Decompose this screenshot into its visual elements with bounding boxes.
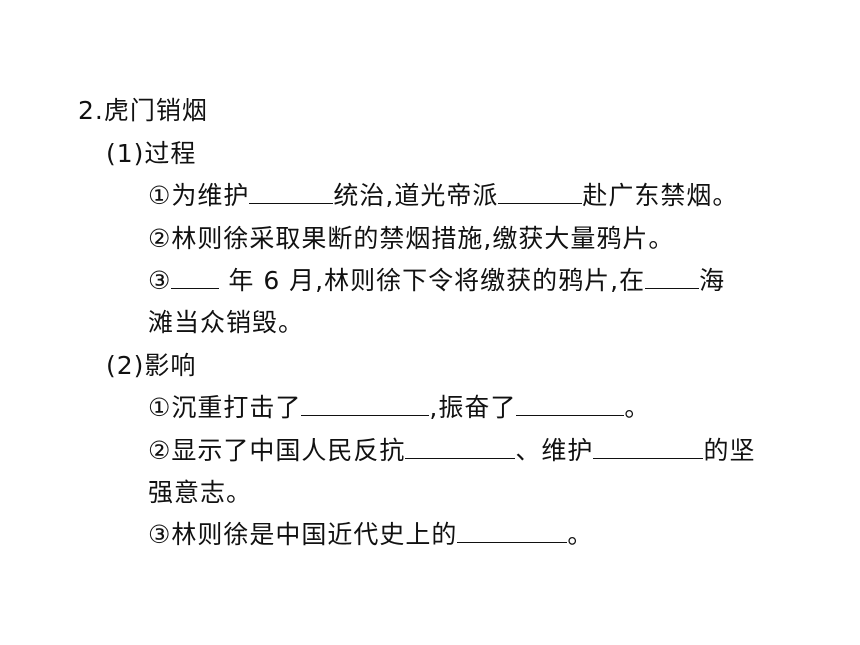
impact-item-2-cont: 强意志。 (148, 478, 253, 507)
process-item-3-continued: 滩当众销毁。 (148, 308, 304, 338)
process-item-3-cont: 滩当众销毁。 (148, 308, 305, 337)
process-item-1: ①为维护 统治,道光帝派 赴广东禁烟。 (148, 181, 738, 211)
impact-item-1-suffix: 。 (624, 393, 651, 422)
impact-item-1-mid: ,振奋了 (429, 393, 517, 422)
impact-item-1-prefix: ①沉重打击了 (148, 393, 302, 422)
process-item-1-mid: 统治,道光帝派 (333, 181, 499, 210)
impact-item-2: ②显示了中国人民反抗 、维护 的坚 (148, 436, 755, 466)
impact-heading: (2)影响 (106, 351, 196, 381)
impact-item-3-prefix: ③林则徐是中国近代史上的 (148, 520, 458, 549)
process-item-3-prefix: ③ (148, 266, 172, 295)
fill-blank[interactable] (249, 181, 334, 204)
section-title: 2.虎门销烟 (78, 96, 208, 126)
process-heading: (1)过程 (106, 139, 196, 169)
impact-heading-text: (2)影响 (106, 351, 197, 380)
fill-blank[interactable] (498, 181, 583, 204)
process-item-1-prefix: ①为维护 (148, 181, 250, 210)
fill-blank[interactable] (645, 266, 700, 289)
section-title-text: 2.虎门销烟 (78, 96, 208, 125)
fill-blank[interactable] (457, 520, 568, 543)
fill-blank[interactable] (301, 393, 430, 416)
process-item-3-mid: 年 6 月,林则徐下令将缴获的鸦片,在 (219, 266, 646, 295)
impact-item-3: ③林则徐是中国近代史上的 。 (148, 520, 593, 550)
process-item-2: ②林则徐采取果断的禁烟措施,缴获大量鸦片。 (148, 224, 674, 254)
process-item-3: ③ 年 6 月,林则徐下令将缴获的鸦片,在 海 (148, 266, 725, 296)
fill-blank[interactable] (405, 436, 516, 459)
fill-blank[interactable] (171, 266, 220, 289)
process-heading-text: (1)过程 (106, 139, 197, 168)
process-item-3-suffix: 海 (699, 266, 726, 295)
impact-item-2-mid: 、维护 (515, 436, 594, 465)
impact-item-3-suffix: 。 (567, 520, 594, 549)
impact-item-2-suffix: 的坚 (703, 436, 756, 465)
process-item-1-suffix: 赴广东禁烟。 (582, 181, 739, 210)
impact-item-1: ①沉重打击了 ,振奋了 。 (148, 393, 650, 423)
impact-item-2-continued: 强意志。 (148, 478, 252, 508)
impact-item-2-prefix: ②显示了中国人民反抗 (148, 436, 406, 465)
fill-blank[interactable] (516, 393, 625, 416)
process-item-2-text: ②林则徐采取果断的禁烟措施,缴获大量鸦片。 (148, 224, 675, 253)
fill-blank[interactable] (593, 436, 704, 459)
